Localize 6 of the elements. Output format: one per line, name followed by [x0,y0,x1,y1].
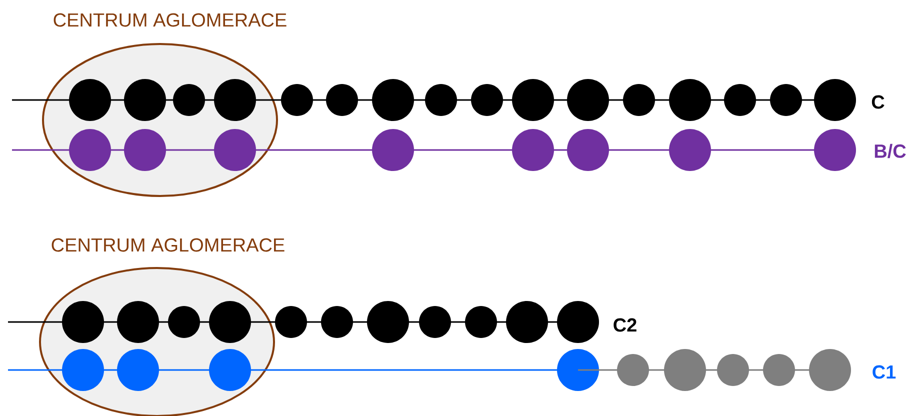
line-label: C1 [872,365,896,379]
line-label: B/C [874,144,906,158]
heading: CENTRUM AGLOMERACE [54,13,286,27]
line-label: C [872,95,884,109]
heading: CENTRUM AGLOMERACE [52,238,284,252]
line-label: C2 [614,318,636,332]
